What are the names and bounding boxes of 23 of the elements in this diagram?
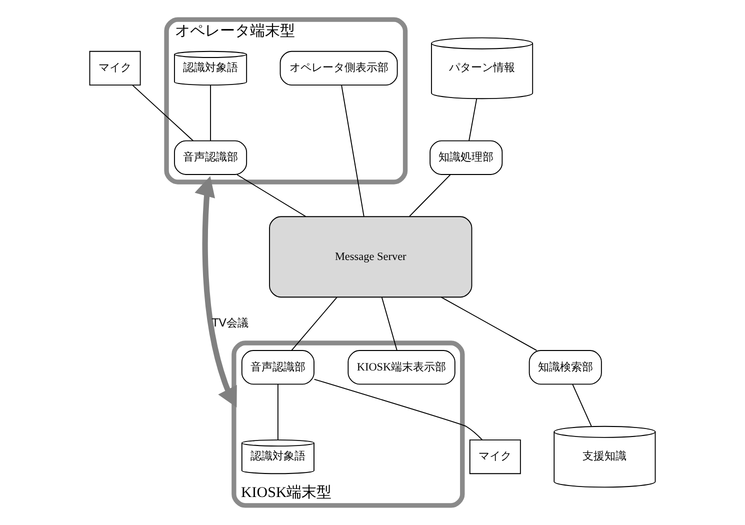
- connector: [468, 98, 478, 142]
- connector: [440, 296, 538, 351]
- connector: [409, 174, 451, 217]
- node-box: 音声認識部: [241, 350, 314, 385]
- node-box: KIOSK端末表示部: [348, 350, 456, 385]
- edge-label: TV会議: [212, 316, 248, 330]
- node-box: Message Server: [269, 216, 472, 298]
- connector: [381, 296, 398, 351]
- connector: [314, 378, 483, 440]
- node-box: 知識検索部: [528, 350, 602, 385]
- connector: [132, 84, 194, 142]
- connector: [236, 174, 306, 217]
- connector: [291, 296, 338, 351]
- node-box: マイク: [89, 50, 141, 86]
- node-box: 知識処理部: [430, 140, 503, 175]
- arrow: [194, 176, 237, 408]
- connector: [277, 384, 278, 440]
- node-box: マイク: [469, 439, 521, 474]
- connector: [210, 84, 211, 142]
- node-box: オペレータ側表示部: [280, 50, 398, 86]
- connector: [341, 84, 364, 217]
- node-box: 音声認識部: [174, 140, 248, 175]
- connector: [572, 384, 592, 427]
